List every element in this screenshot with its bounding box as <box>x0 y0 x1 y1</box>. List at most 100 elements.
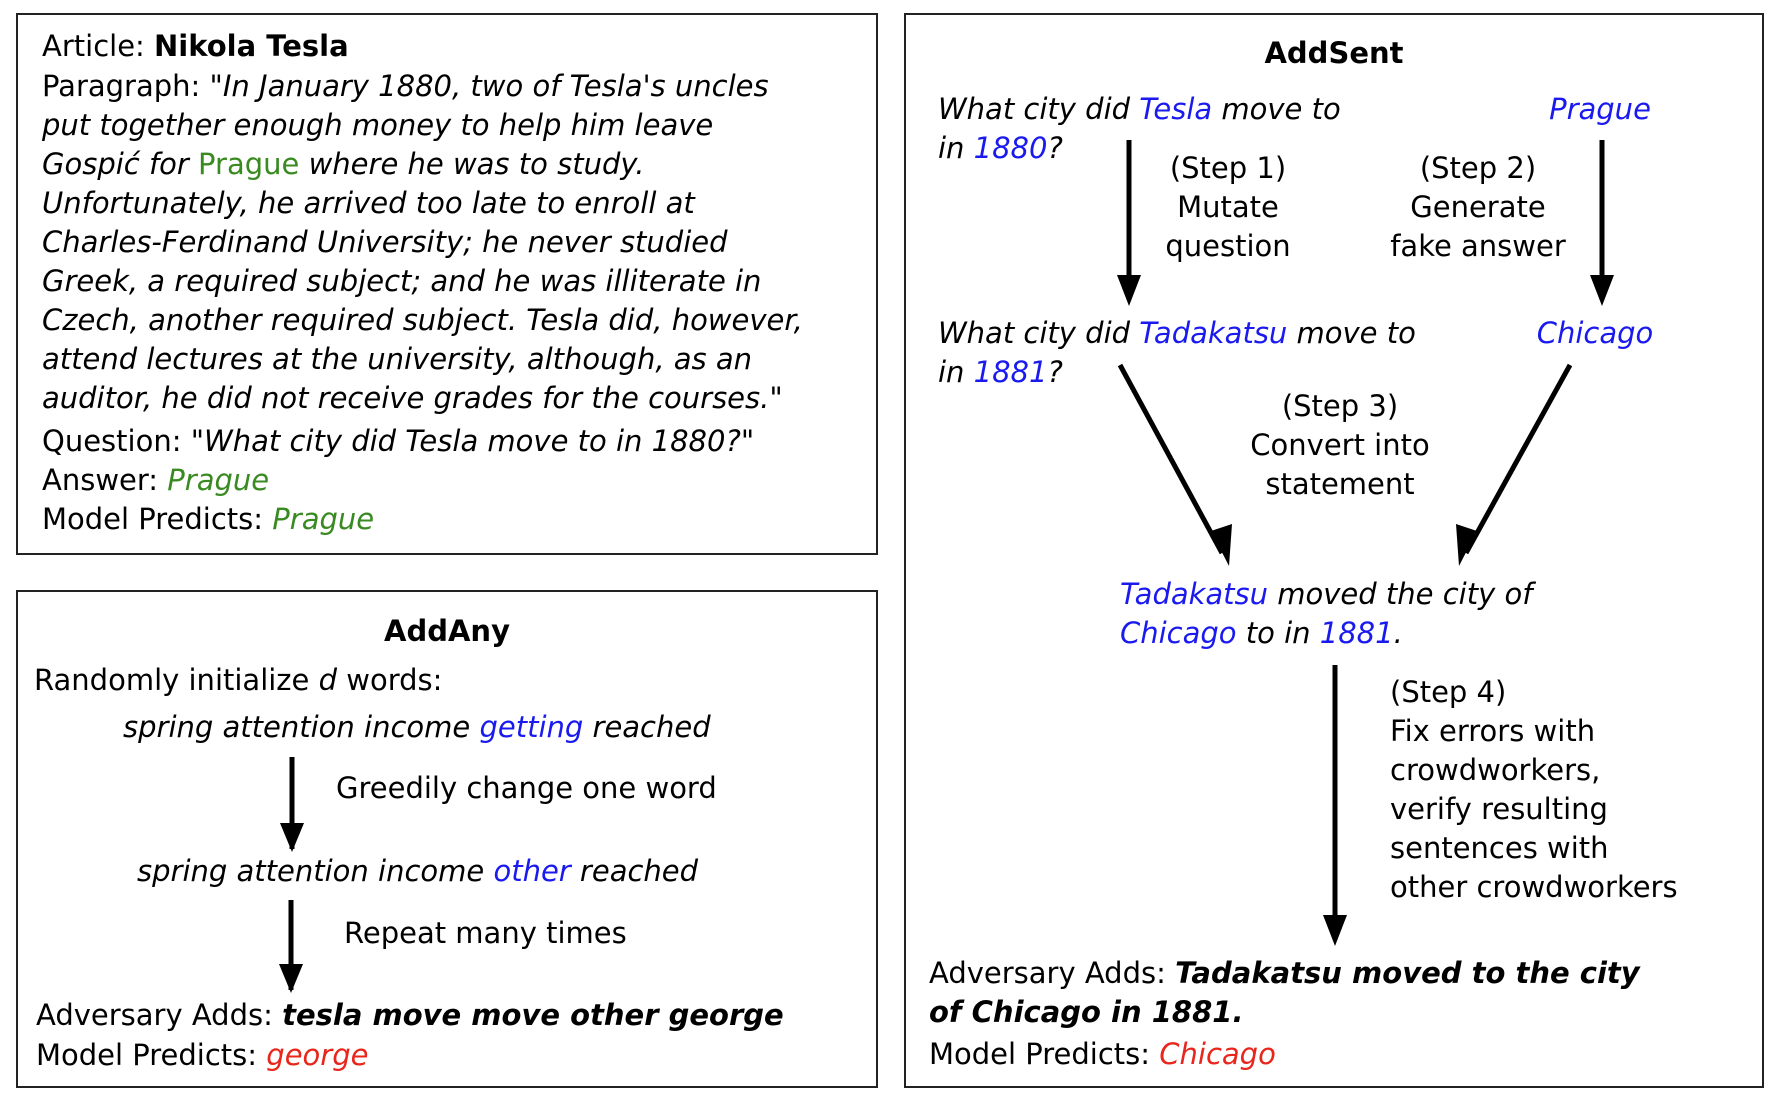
addsent-model-line: Model Predicts: Chicago <box>929 1035 1276 1074</box>
question-line: What city did Tadakatsu move to <box>938 314 1416 353</box>
step-text: other crowdworkers <box>1390 870 1678 904</box>
question-line: in 1881? <box>938 353 1416 392</box>
step-number: (Step 3) <box>1281 389 1399 423</box>
paragraph-text: where he was to study. <box>299 147 645 181</box>
paragraph-answer-highlight: Prague <box>198 147 300 181</box>
paragraph-line-2: put together enough money to help him le… <box>42 108 714 142</box>
addany-init-line: Randomly initialize d words: <box>34 661 442 700</box>
question-text: What city did Tesla move to in 1880? <box>204 424 741 458</box>
question-text: ? <box>1047 131 1063 165</box>
statement-text: to in <box>1236 616 1320 650</box>
addsent-step-2: (Step 2) Generate fake answer <box>1358 149 1598 266</box>
paragraph-text: Gospić for <box>42 147 199 181</box>
paragraph-line-1: Paragraph: "In January 1880, two of Tesl… <box>42 67 803 106</box>
step-text: verify resulting <box>1390 792 1608 826</box>
addany-title: AddAny <box>384 614 510 648</box>
question-text: ? <box>1047 355 1063 389</box>
paragraph-text: s uncles <box>650 69 769 103</box>
model-value-wrong: Chicago <box>1159 1037 1276 1071</box>
article-box <box>16 13 878 555</box>
addany-init-variable: d <box>318 663 338 697</box>
paragraph-line-8: attend lectures at the university, altho… <box>42 342 753 376</box>
addany-sequence-1: spring attention income getting reached <box>123 708 711 747</box>
step-number: (Step 2) <box>1419 151 1537 185</box>
question-line: Question: "What city did Tesla move to i… <box>42 422 754 461</box>
step-text: question <box>1165 229 1291 263</box>
step-text: Mutate <box>1177 190 1279 224</box>
addsent-adversary-block: Adversary Adds: Tadakatsu moved to the c… <box>929 954 1640 1032</box>
paragraph-text: In January 1880, two of Tesla <box>222 69 643 103</box>
question-line: in 1880? <box>938 129 1341 168</box>
addsent-title: AddSent <box>1264 36 1404 70</box>
question-text: What city did <box>938 316 1140 350</box>
addsent-fake-answer: Chicago <box>1536 316 1654 350</box>
addsent-box <box>904 13 1764 1088</box>
paragraph-line-9: auditor, he did not receive grades for t… <box>42 379 803 418</box>
question-year: 1880 <box>973 131 1048 165</box>
addsent-step-3: (Step 3) Convert into statement <box>1210 387 1470 504</box>
answer-line: Answer: Prague <box>42 461 269 500</box>
statement-line: Chicago to in 1881. <box>1120 614 1532 653</box>
question-text: in <box>938 131 974 165</box>
statement-entity: Tadakatsu <box>1120 577 1269 611</box>
model-value-wrong: george <box>266 1038 369 1072</box>
step-text: sentences with <box>1390 831 1609 865</box>
model-prediction-line: Model Predicts: Prague <box>42 500 374 539</box>
paragraph-text: auditor, he did not receive grades for t… <box>42 381 770 415</box>
addsent-step-1: (Step 1) Mutate question <box>1128 149 1328 266</box>
adversary-value-continued: of Chicago in 1881. <box>929 995 1244 1029</box>
addany-seq-text: spring attention income <box>123 710 480 744</box>
adversary-label: Adversary Adds: <box>929 956 1176 990</box>
paragraph-label: Paragraph: " <box>42 69 223 103</box>
addsent-question-original: What city did Tesla move to in 1880? <box>938 90 1341 168</box>
addany-seq-highlight: other <box>493 854 571 888</box>
addany-seq-text: reached <box>570 854 699 888</box>
step-number: (Step 1) <box>1169 151 1287 185</box>
answer-value: Prague <box>167 463 270 497</box>
addany-step-repeat: Repeat many times <box>344 916 627 950</box>
paragraph-apostrophe: ' <box>642 69 651 103</box>
statement-entity: Chicago <box>1120 616 1237 650</box>
statement-line: Tadakatsu moved the city of <box>1120 575 1532 614</box>
addany-step-greedy: Greedily change one word <box>336 771 717 805</box>
addany-seq-highlight: getting <box>479 710 584 744</box>
addany-sequence-2: spring attention income other reached <box>137 852 698 891</box>
step-number: (Step 4) <box>1390 675 1507 709</box>
addsent-original-answer: Prague <box>1549 92 1651 126</box>
addany-init-text: Randomly initialize <box>34 663 319 697</box>
model-label: Model Predicts: <box>42 502 273 536</box>
question-label: Question: " <box>42 424 205 458</box>
step-text: fake answer <box>1390 229 1566 263</box>
paragraph-line-3: Gospić for Prague where he was to study. <box>42 145 803 184</box>
step-text: Generate <box>1410 190 1546 224</box>
adversary-label: Adversary Adds: <box>36 998 283 1032</box>
addany-box <box>16 590 878 1088</box>
paragraph-close-quote: " <box>769 381 783 415</box>
question-entity: Tadakatsu <box>1139 316 1288 350</box>
question-text: What city did <box>938 92 1140 126</box>
model-label: Model Predicts: <box>929 1037 1160 1071</box>
statement-year: 1881 <box>1319 616 1394 650</box>
article-line: Article: Nikola Tesla <box>42 27 349 66</box>
adversary-value: tesla move move other george <box>282 998 784 1032</box>
article-title: Nikola Tesla <box>154 29 349 63</box>
article-label: Article: <box>42 29 155 63</box>
addany-init-text: words: <box>337 663 443 697</box>
paragraph-line-7: Czech, another required subject. Tesla d… <box>42 303 803 337</box>
step-text: Convert into <box>1250 428 1430 462</box>
paragraph-line-4: Unfortunately, he arrived too late to en… <box>42 186 695 220</box>
statement-text: . <box>1393 616 1403 650</box>
adversary-value: Tadakatsu moved to the city <box>1175 956 1640 990</box>
question-text: in <box>938 355 974 389</box>
addany-adversary-line: Adversary Adds: tesla move move other ge… <box>36 996 784 1035</box>
paragraph-line-5: Charles-Ferdinand University; he never s… <box>42 225 728 259</box>
statement-text: moved the city of <box>1268 577 1533 611</box>
step-text: Fix errors with <box>1390 714 1596 748</box>
adversary-line: Adversary Adds: Tadakatsu moved to the c… <box>929 954 1640 993</box>
model-value: Prague <box>272 502 375 536</box>
step-text: statement <box>1265 467 1415 501</box>
addsent-statement: Tadakatsu moved the city of Chicago to i… <box>1120 575 1532 653</box>
question-entity: Tesla <box>1139 92 1213 126</box>
question-text: move to <box>1287 316 1416 350</box>
model-label: Model Predicts: <box>36 1038 267 1072</box>
